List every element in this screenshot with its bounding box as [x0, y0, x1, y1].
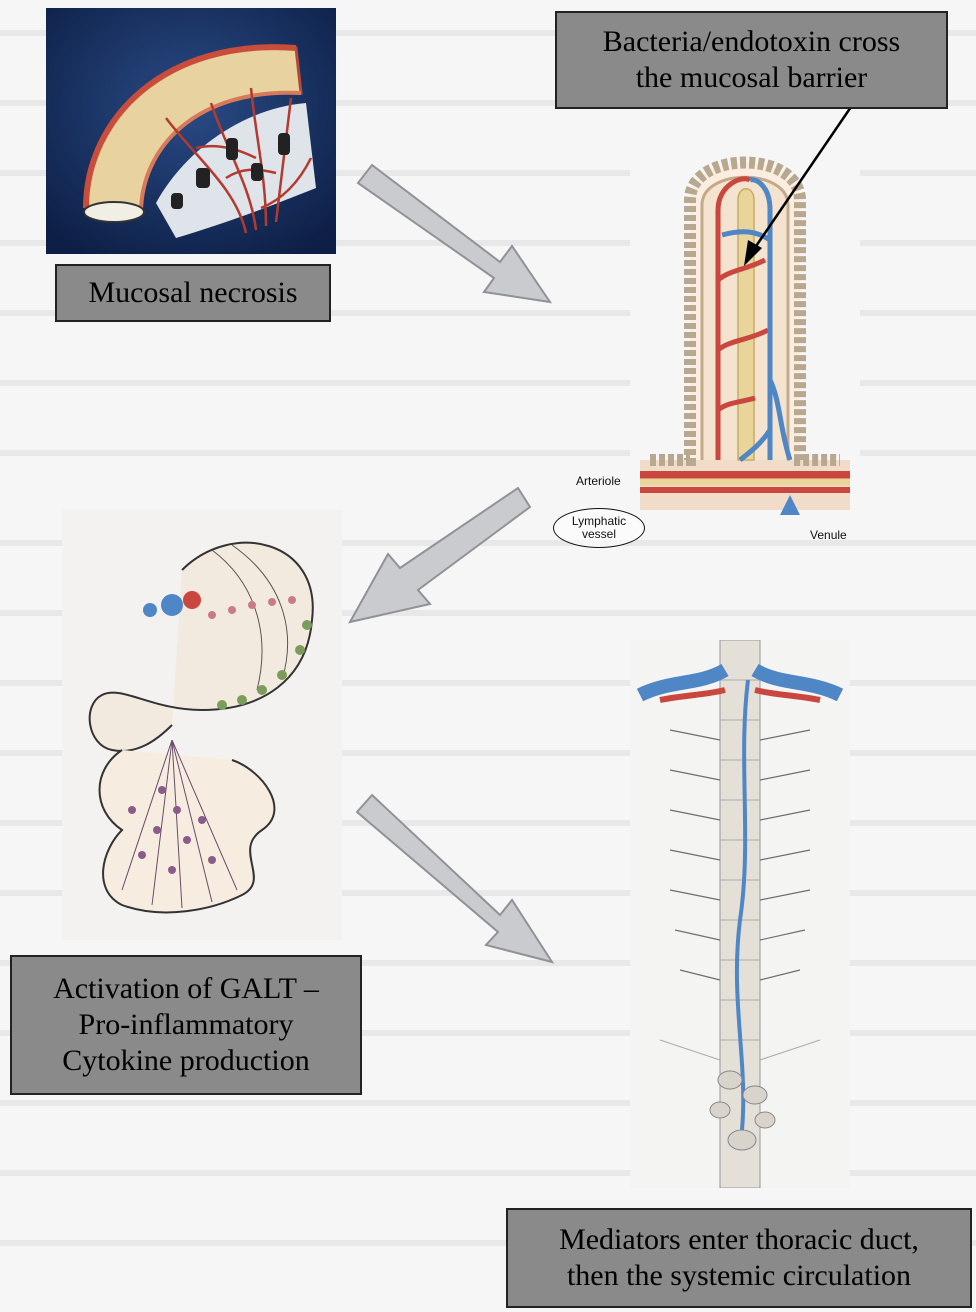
caption-galt-line2: Pro-inflammatory	[79, 1007, 294, 1043]
caption-bacteria-line2: the mucosal barrier	[636, 60, 868, 96]
intestine-mesentery-illustration	[46, 8, 336, 254]
caption-galt-line1: Activation of GALT –	[53, 971, 319, 1007]
caption-mediators-line2: then the systemic circulation	[567, 1258, 911, 1294]
thoracic-duct-illustration	[630, 640, 850, 1188]
arteriole-label: Arteriole	[576, 474, 621, 488]
caption-galt-activation: Activation of GALT – Pro-inflammatory Cy…	[10, 955, 362, 1095]
caption-galt-line3: Cytokine production	[62, 1043, 309, 1079]
lymphatic-label-line2: vessel	[582, 528, 616, 541]
venule-label: Venule	[810, 528, 847, 542]
caption-mediators-thoracic-duct: Mediators enter thoracic duct, then the …	[506, 1208, 972, 1308]
galt-stomach-illustration	[62, 510, 342, 940]
caption-mucosal-necrosis: Mucosal necrosis	[55, 264, 331, 322]
caption-bacteria-line1: Bacteria/endotoxin cross	[603, 24, 900, 60]
caption-mediators-line1: Mediators enter thoracic duct,	[559, 1222, 919, 1258]
caption-mucosal-necrosis-text: Mucosal necrosis	[88, 275, 297, 311]
caption-bacteria-endotoxin: Bacteria/endotoxin cross the mucosal bar…	[555, 11, 948, 109]
intestinal-villus-illustration	[630, 130, 860, 530]
lymphatic-vessel-label: Lymphatic vessel	[553, 508, 645, 548]
